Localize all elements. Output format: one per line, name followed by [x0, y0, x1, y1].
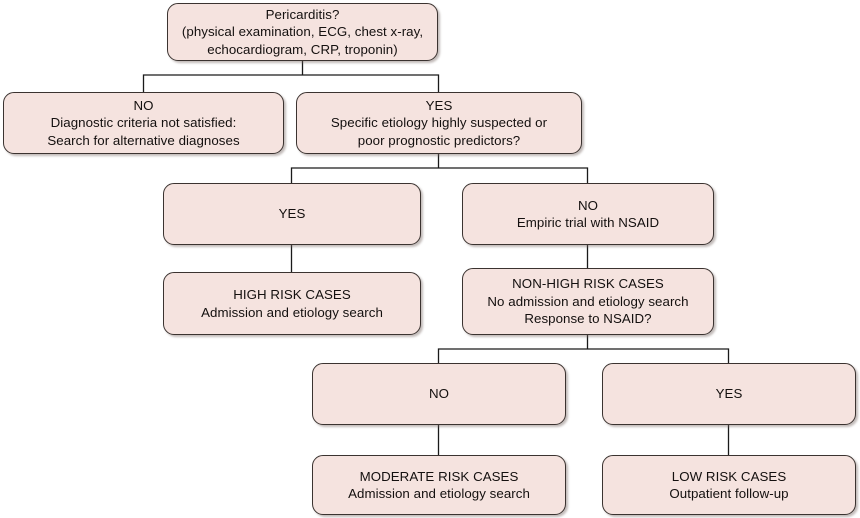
node-no-response[interactable]: NO: [312, 363, 566, 425]
node-moderate-risk-cases-line: Admission and etiology search: [348, 486, 530, 501]
node-yes-high-risk-branch[interactable]: YES: [163, 183, 421, 245]
node-non-high-risk-cases-line: NON-HIGH RISK CASES: [512, 276, 664, 292]
node-no-empiric-nsaid-line: Empiric trial with NSAID: [516, 215, 660, 230]
node-high-risk-cases[interactable]: HIGH RISK CASES Admission and etiology se…: [163, 272, 421, 335]
node-low-risk-cases-line: LOW RISK CASES: [671, 468, 787, 484]
node-yes-specific-etiology-line: YES: [425, 97, 453, 113]
node-no-empiric-nsaid-line: NO: [577, 197, 599, 213]
node-no-diagnostic-line: Search for alternative diagnoses: [47, 132, 240, 148]
node-non-high-risk-cases-line: Response to NSAID?: [524, 311, 652, 327]
node-no-diagnostic-line: Diagnostic criteria not satisfied:: [50, 115, 237, 131]
node-pericarditis-line: echocardiogram, CRP, troponin): [207, 41, 398, 57]
node-no-response-line: NO: [428, 386, 450, 402]
node-no-empiric-nsaid[interactable]: NO Empiric trial with NSAID: [462, 183, 714, 245]
node-low-risk-cases-line: Outpatient follow-up: [669, 486, 789, 501]
node-no-diagnostic[interactable]: NO Diagnostic criteria not satisfied:Sear…: [3, 92, 284, 154]
node-yes-specific-etiology-line: Specific etiology highly suspected or: [330, 115, 548, 131]
node-yes-specific-etiology-line: poor prognostic predictors?: [357, 132, 521, 148]
node-pericarditis-line: (physical examination, ECG, chest x-ray,: [181, 24, 424, 40]
node-non-high-risk-cases-line: No admission and etiology search: [487, 293, 689, 309]
connector-split-yes-specific-etiology: [290, 153, 589, 184]
node-yes-specific-etiology[interactable]: YES Specific etiology highly suspected or…: [296, 92, 582, 154]
connector-split-non-high-risk: [437, 334, 730, 364]
node-yes-response-line: YES: [715, 386, 743, 402]
node-high-risk-cases-line: HIGH RISK CASES: [233, 287, 351, 302]
node-moderate-risk-cases-line: MODERATE RISK CASES: [359, 468, 519, 484]
node-yes-response[interactable]: YES: [602, 363, 856, 425]
node-low-risk-cases[interactable]: LOW RISK CASES Outpatient follow-up: [602, 455, 856, 515]
node-pericarditis[interactable]: Pericarditis? (physical examination, ECG,…: [167, 3, 438, 61]
node-yes-high-risk-branch-line: YES: [278, 206, 306, 222]
node-moderate-risk-cases[interactable]: MODERATE RISK CASES Admission and etiolog…: [312, 455, 566, 515]
node-no-diagnostic-line: NO: [133, 97, 154, 113]
node-high-risk-cases-line: Admission and etiology search: [201, 304, 383, 320]
node-pericarditis-line: Pericarditis?: [265, 6, 340, 22]
connector-split-pericarditis: [142, 60, 440, 93]
